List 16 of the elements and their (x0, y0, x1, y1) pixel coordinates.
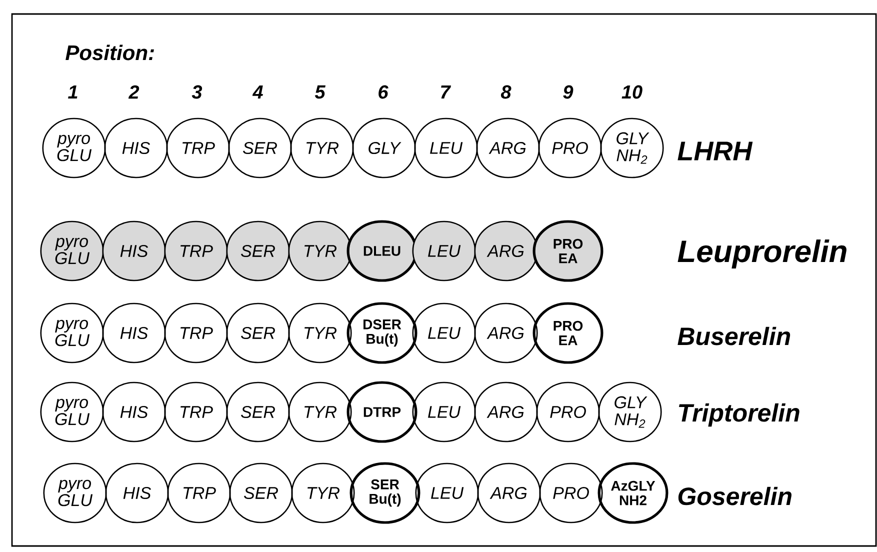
position-number: 7 (441, 85, 452, 99)
position-number: 10 (622, 85, 642, 99)
position-number: 3 (192, 85, 202, 99)
peptide-name: Goserelin (678, 486, 792, 506)
peptide-name: Triptorelin (678, 403, 800, 427)
position-number: 8 (500, 85, 512, 99)
peptide-name: LHRH (678, 142, 753, 160)
position-number: 2 (128, 85, 140, 99)
position-number: 9 (563, 85, 574, 99)
position-number: 4 (252, 85, 263, 99)
peptide-name: Buserelin (678, 326, 790, 346)
peptide-name: Leuprorelin (678, 240, 846, 268)
position-number: 6 (378, 85, 388, 99)
heading: Position: (66, 44, 154, 60)
position-number: 5 (314, 85, 326, 99)
position-number: 1 (68, 85, 78, 99)
